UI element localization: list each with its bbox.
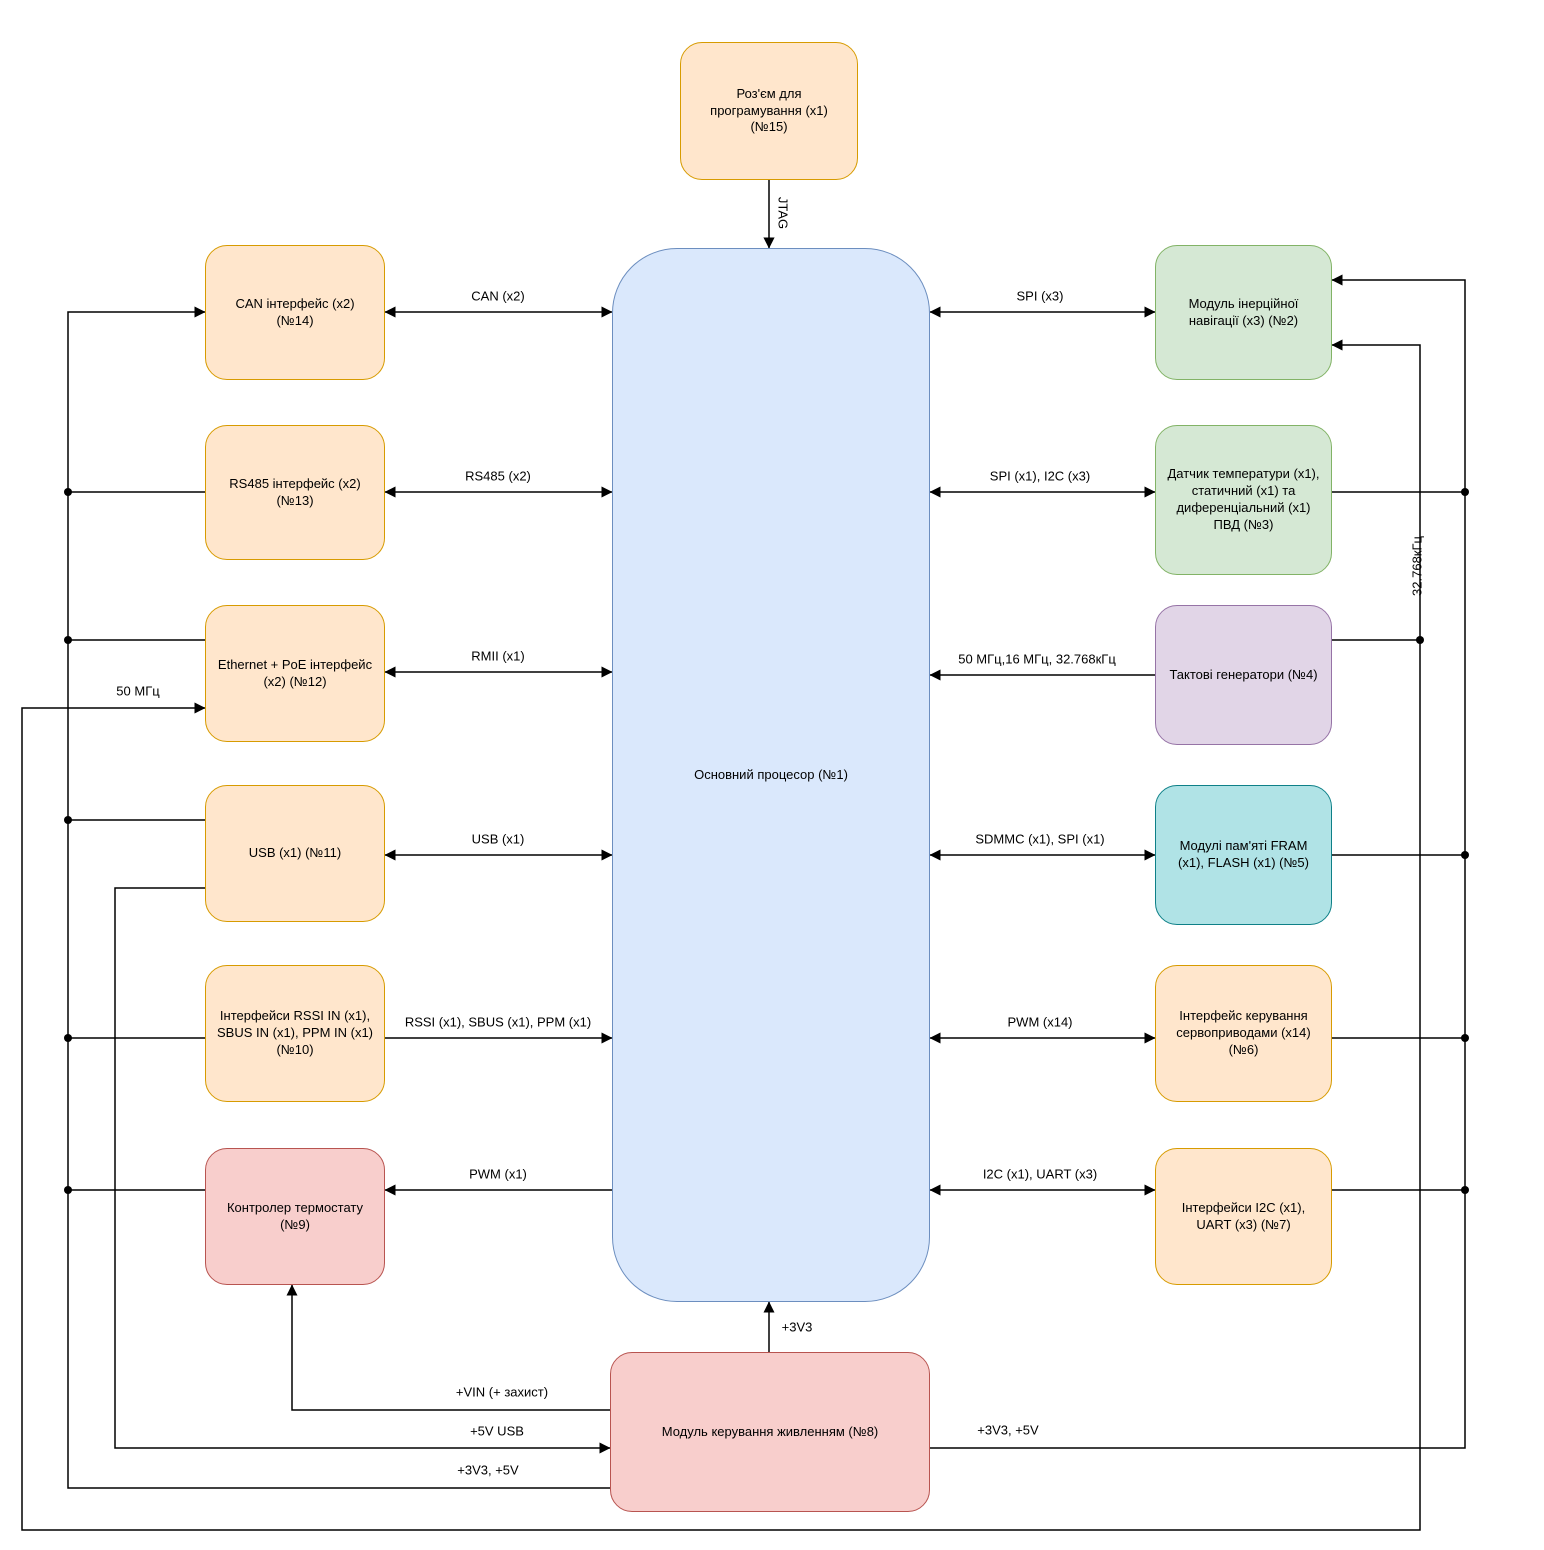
edge-label-jtag: JTAG <box>775 196 791 230</box>
power-rail-right <box>930 274 1466 1449</box>
node-rs485-interface: RS485 інтерфейс (x2) (№13) <box>205 425 385 560</box>
node-rc-inputs: Інтерфейси RSSI IN (x1), SBUS IN (x1), P… <box>205 965 385 1102</box>
node-can-interface: CAN інтерфейс (x2) (№14) <box>205 245 385 380</box>
edge-label-spi-nav: SPI (x3) <box>1016 288 1064 304</box>
edge-vin-line <box>286 1284 610 1411</box>
edge-label-rc-in: RSSI (x1), SBUS (x1), PPM (x1) <box>404 1014 592 1030</box>
edge-32khz-line <box>1331 339 1421 641</box>
node-clock-generators: Тактові генератори (№4) <box>1155 605 1332 745</box>
edge-label-pwm-servo: PWM (x14) <box>1007 1014 1073 1030</box>
edge-label-rmii: RMII (x1) <box>471 648 525 664</box>
edge-label-vin: +VIN (+ захист) <box>455 1384 549 1400</box>
node-usb: USB (x1) (№11) <box>205 785 385 922</box>
edge-label-5v-usb: +5V USB <box>470 1423 524 1439</box>
edge-label-can: CAN (x2) <box>471 288 525 304</box>
edge-5v-usb-line <box>114 887 611 1454</box>
edge-label-pwm-thermostat: PWM (x1) <box>469 1166 527 1182</box>
node-thermostat-controller: Контролер термостату (№9) <box>205 1148 385 1285</box>
edge-50mhz-line <box>21 640 1421 1531</box>
edge-label-3v3: +3V3 <box>781 1319 813 1335</box>
edge-label-clocks: 50 МГц,16 МГц, 32.768кГц <box>958 651 1116 667</box>
node-sensors: Датчик температури (x1), статичний (x1) … <box>1155 425 1332 575</box>
node-memory: Модулі пам'яті FRAM (x1), FLASH (x1) (№5… <box>1155 785 1332 925</box>
node-main-processor: Основний процесор (№1) <box>612 248 930 1302</box>
edge-label-sdmmc: SDMMC (x1), SPI (x1) <box>975 831 1105 847</box>
edge-label-i2c-uart: I2C (x1), UART (x3) <box>982 1166 1098 1182</box>
edge-label-spi-i2c: SPI (x1), I2C (x3) <box>989 468 1091 484</box>
edge-label-usb: USB (x1) <box>471 831 525 847</box>
node-programming-connector: Роз'єм для програмування (x1) (№15) <box>680 42 858 180</box>
edge-label-50mhz: 50 МГц <box>116 683 160 699</box>
edge-label-rail-right: +3V3, +5V <box>977 1422 1039 1438</box>
node-ethernet-poe: Ethernet + PoE інтерфейс (x2) (№12) <box>205 605 385 742</box>
node-servo-interface: Інтерфейс керування сервоприводами (x14)… <box>1155 965 1332 1102</box>
junction-dots <box>64 488 1469 1194</box>
edge-label-rail-left: +3V3, +5V <box>457 1462 519 1478</box>
node-power-module: Модуль керування живленням (№8) <box>610 1352 930 1512</box>
edge-label-rs485: RS485 (x2) <box>465 468 531 484</box>
node-i2c-uart: Інтерфейси I2C (x1), UART (x3) (№7) <box>1155 1148 1332 1285</box>
power-rail-left <box>67 306 610 1489</box>
edge-label-32khz: 32.768кГц <box>1409 536 1425 596</box>
node-inertial-nav: Модуль інерційної навігації (x3) (№2) <box>1155 245 1332 380</box>
